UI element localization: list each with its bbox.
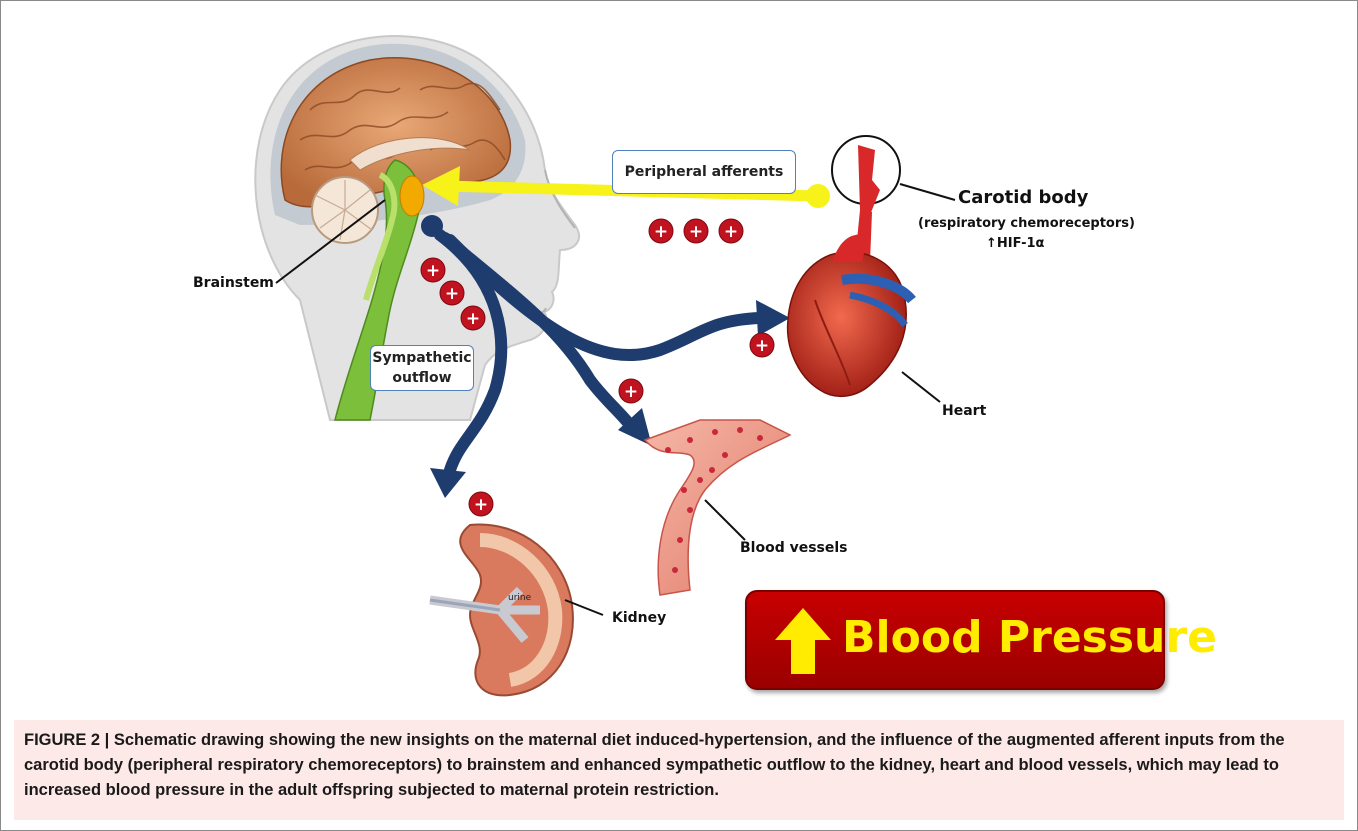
blood-pressure-box: Blood Pressure	[745, 590, 1165, 690]
carotid-artery	[858, 145, 880, 215]
svg-text:+: +	[445, 284, 459, 304]
plus-badge: +	[719, 219, 743, 243]
plus-badge: +	[750, 333, 774, 357]
respiratory-chemoreceptors-label: (respiratory chemoreceptors)	[918, 216, 1135, 231]
sympathetic-label: Sympathetic	[371, 348, 473, 368]
kidney-label: Kidney	[612, 610, 666, 626]
hif-label: ↑HIF-1α	[986, 236, 1044, 251]
svg-text:+: +	[689, 222, 703, 242]
carotid-body-label: Carotid body	[958, 187, 1088, 208]
svg-text:+: +	[624, 382, 638, 402]
svg-text:+: +	[474, 495, 488, 515]
peripheral-afferents-box: Peripheral afferents	[612, 150, 796, 194]
blood-vessel-illustration	[645, 420, 790, 595]
svg-text:+: +	[426, 261, 440, 281]
plus-badge: +	[461, 306, 485, 330]
plus-badge: +	[649, 219, 673, 243]
kidney-illustration	[430, 525, 603, 696]
svg-text:+: +	[466, 309, 480, 329]
plus-badge: +	[684, 219, 708, 243]
svg-text:+: +	[654, 222, 668, 242]
sympathetic-outflow-box: Sympathetic outflow	[370, 345, 474, 391]
brainstem-label: Brainstem	[193, 275, 274, 291]
plus-badge: +	[440, 281, 464, 305]
heart-label: Heart	[942, 403, 986, 419]
blood-pressure-label: Blood Pressure	[842, 612, 1217, 663]
brainstem-nucleus	[400, 176, 424, 216]
blood-vessels-label: Blood vessels	[740, 540, 848, 556]
plus-badge: +	[421, 258, 445, 282]
plus-badge: +	[619, 379, 643, 403]
figure-caption: FIGURE 2 | Schematic drawing showing the…	[14, 720, 1344, 820]
heart-illustration	[788, 234, 940, 402]
urine-label: urine	[508, 593, 532, 603]
svg-text:+: +	[724, 222, 738, 242]
peripheral-afferents-label: Peripheral afferents	[625, 164, 784, 180]
outflow-label: outflow	[371, 368, 473, 388]
svg-text:+: +	[755, 336, 769, 356]
up-arrow-icon	[773, 606, 833, 676]
plus-badge: +	[469, 492, 493, 516]
